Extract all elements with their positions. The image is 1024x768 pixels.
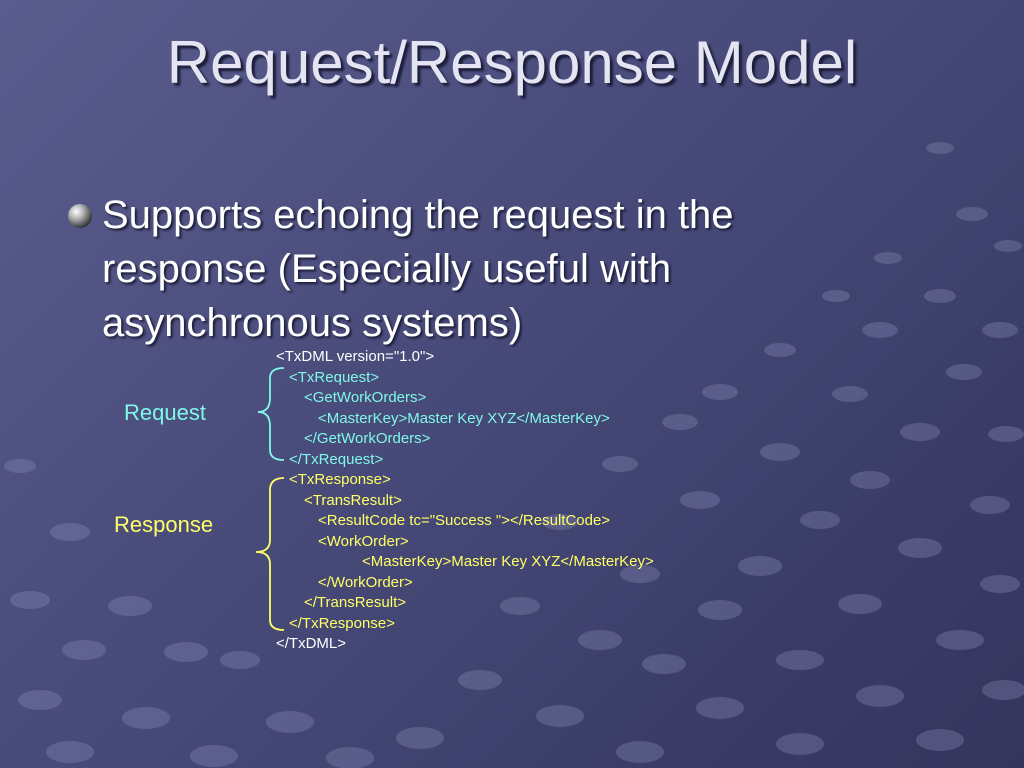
xml-line: <TransResult> (304, 492, 402, 509)
xml-line: </WorkOrder> (318, 574, 413, 591)
xml-line: </GetWorkOrders> (304, 430, 431, 447)
xml-line: <TxResponse> (289, 471, 391, 488)
sphere-bullet-icon (68, 204, 92, 228)
xml-line: <MasterKey>Master Key XYZ</MasterKey> (318, 410, 610, 427)
xml-line: </TxResponse> (289, 615, 395, 632)
response-label: Response (114, 512, 214, 537)
xml-line: <TxRequest> (289, 369, 380, 386)
bullet-text: Supports echoing the request in the resp… (102, 193, 734, 345)
xml-line: <ResultCode tc="Success "></ResultCode> (318, 512, 611, 529)
slide-title: Request/Response Model (166, 29, 858, 96)
xml-line: <GetWorkOrders> (304, 389, 427, 406)
request-label: Request (124, 400, 206, 425)
xml-line: <WorkOrder> (318, 533, 409, 550)
xml-line: <MasterKey>Master Key XYZ</MasterKey> (362, 553, 654, 570)
xml-line: </TxRequest> (289, 451, 384, 468)
xml-line: </TxDML> (276, 635, 347, 652)
xml-line: <TxDML version="1.0"> (276, 348, 435, 365)
xml-line: </TransResult> (304, 594, 406, 611)
